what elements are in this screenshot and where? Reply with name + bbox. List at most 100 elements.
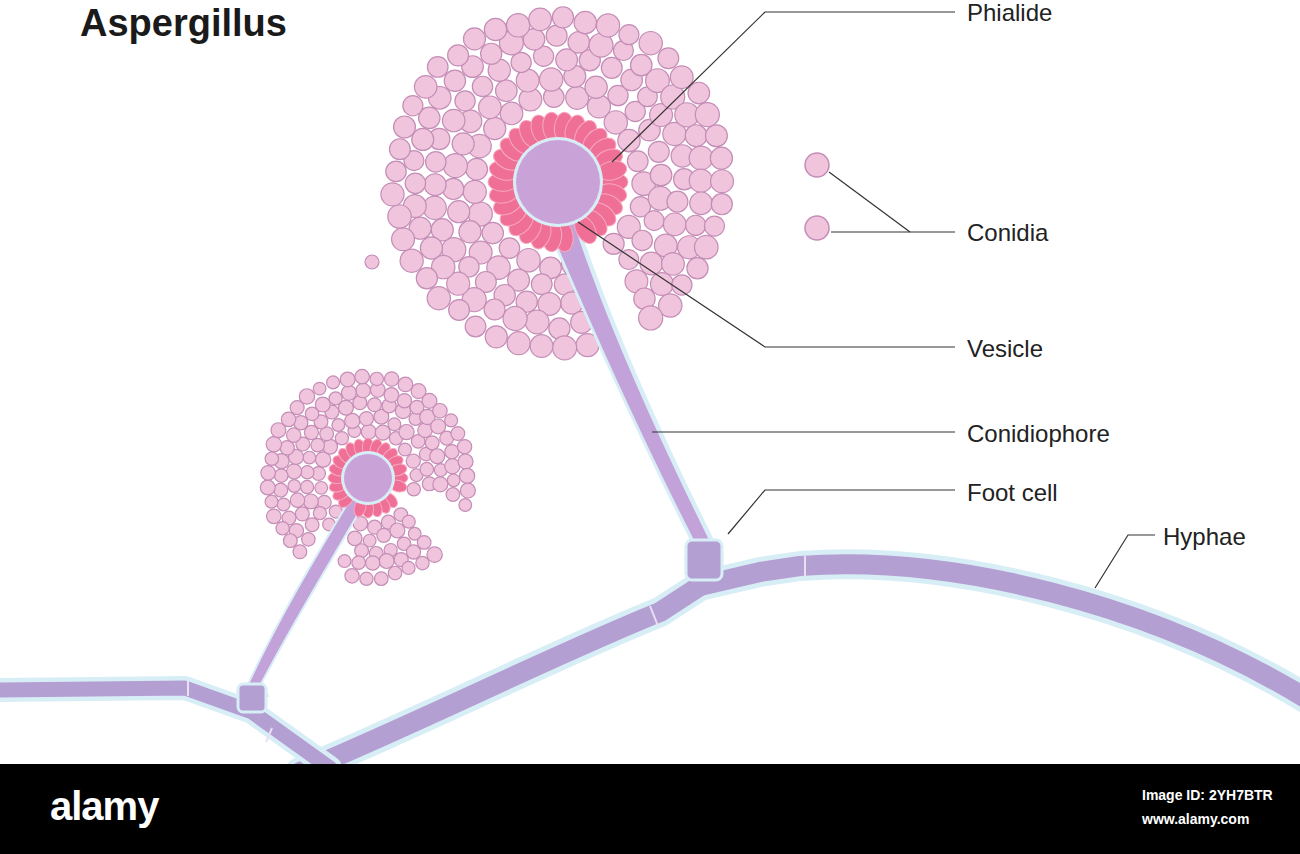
conidium xyxy=(397,394,411,408)
conidium xyxy=(313,507,326,520)
part-label: Conidiophore xyxy=(967,420,1110,448)
conidium xyxy=(315,397,330,412)
conidium xyxy=(463,28,485,50)
conidium xyxy=(288,480,301,493)
conidium xyxy=(442,109,464,131)
conidium xyxy=(424,174,446,196)
hypha-halo xyxy=(0,688,330,768)
loose-conidia xyxy=(365,153,829,269)
conidium xyxy=(305,518,319,532)
conidium xyxy=(540,68,563,91)
conidium xyxy=(481,43,502,64)
conidium xyxy=(260,480,275,495)
conidium xyxy=(463,180,486,203)
conidium xyxy=(299,389,314,404)
conidium xyxy=(352,556,366,570)
conidium xyxy=(695,103,719,127)
conidium xyxy=(359,412,373,426)
conidium xyxy=(465,316,486,337)
conidium xyxy=(585,76,607,98)
septum xyxy=(266,728,272,742)
conidium xyxy=(356,383,371,398)
hypha xyxy=(300,564,1300,772)
conidium xyxy=(639,31,662,54)
conidium xyxy=(427,57,448,78)
conidium xyxy=(458,454,473,469)
conidium xyxy=(711,170,734,193)
conidium xyxy=(484,18,506,40)
conidium xyxy=(644,211,664,231)
conidiophore-stalk xyxy=(550,224,720,556)
conidium xyxy=(426,152,446,172)
conidium xyxy=(685,125,707,147)
watermark: www.alamy.com xyxy=(1142,811,1249,827)
conidium xyxy=(531,274,552,295)
conidium xyxy=(311,438,324,451)
conidium xyxy=(265,452,278,465)
conidium xyxy=(466,158,488,180)
conidium xyxy=(301,466,314,479)
conidium xyxy=(553,336,577,360)
conidium xyxy=(398,377,413,392)
conidium xyxy=(484,299,505,320)
conidium xyxy=(444,70,465,91)
conidium xyxy=(275,469,288,482)
conidium xyxy=(568,31,590,53)
conidium xyxy=(686,215,706,235)
conidium xyxy=(392,228,415,251)
conidium xyxy=(619,250,639,270)
conidium xyxy=(399,425,414,440)
conidium xyxy=(433,477,448,492)
conidium xyxy=(293,545,307,559)
conidium xyxy=(388,205,411,228)
conidium xyxy=(340,372,355,387)
conidium xyxy=(627,151,648,172)
conidium xyxy=(445,414,458,427)
leader-line xyxy=(728,490,955,534)
conidium xyxy=(287,428,301,442)
conidium xyxy=(689,146,713,170)
conidium xyxy=(667,191,688,212)
conidium xyxy=(266,509,281,524)
phialide-ring xyxy=(488,111,629,252)
conidium xyxy=(446,488,460,502)
conidium xyxy=(416,556,429,569)
conidium xyxy=(315,481,328,494)
conidium xyxy=(511,52,531,72)
conidium xyxy=(601,57,622,78)
conidium xyxy=(370,372,383,385)
leader-line xyxy=(652,431,955,432)
conidium xyxy=(388,566,402,580)
conidium xyxy=(379,554,394,569)
conidium xyxy=(386,161,406,181)
conidium xyxy=(507,332,530,355)
conidium xyxy=(266,437,281,452)
conidium xyxy=(295,507,309,521)
conidium xyxy=(459,499,472,512)
septum xyxy=(650,606,658,626)
conidium xyxy=(402,515,415,528)
conidium xyxy=(662,253,685,276)
conidium xyxy=(663,213,686,236)
conidium xyxy=(335,432,348,445)
conidium xyxy=(496,80,518,102)
conidium xyxy=(287,464,302,479)
leader-line xyxy=(829,172,910,232)
conidium xyxy=(283,534,297,548)
conidium xyxy=(388,418,401,431)
conidium xyxy=(479,96,502,119)
conidium xyxy=(427,287,450,310)
conidium xyxy=(455,91,475,111)
conidium xyxy=(499,238,519,258)
conidium xyxy=(420,462,434,476)
conidium xyxy=(403,96,423,116)
conidium xyxy=(300,480,313,493)
leader-line xyxy=(612,12,955,162)
conidium xyxy=(530,335,553,358)
conidium xyxy=(650,164,672,186)
conidium xyxy=(658,48,679,69)
conidium xyxy=(274,483,288,497)
conidiophore-halo xyxy=(546,222,724,560)
conidium xyxy=(390,523,405,538)
vesicle xyxy=(344,454,392,502)
